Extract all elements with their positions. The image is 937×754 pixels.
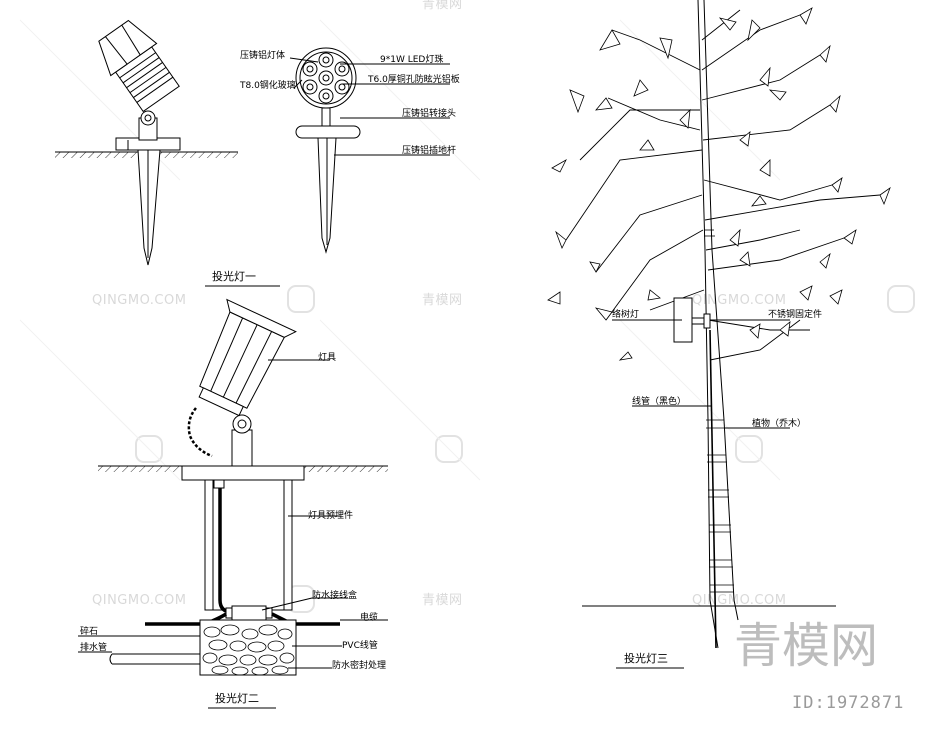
label-reflector: T6.0厚铜孔防眩光铝板 <box>367 73 460 85</box>
label-glass: T8.0钢化玻璃 <box>239 79 296 91</box>
watermark-logo-icon <box>135 435 163 463</box>
figure-3-title: 投光灯三 <box>624 651 668 665</box>
label-led: 9*1W LED灯珠 <box>380 53 443 65</box>
cable <box>218 488 252 614</box>
figure-1-spotlight <box>55 19 238 266</box>
label-clamp: 不锈钢固定件 <box>768 308 822 320</box>
brand-logo-text: 青模网 <box>734 618 878 674</box>
label-junction-box: 防水接线盒 <box>312 589 357 601</box>
label-fixture: 灯具 <box>318 352 336 363</box>
figure-1-labels: 压铸铝灯体 9*1W LED灯珠 T8.0钢化玻璃 T6.0厚铜孔防眩光铝板 压… <box>205 49 460 287</box>
embedded-lid <box>181 465 305 481</box>
watermark-text: 青模网 <box>422 593 463 608</box>
figure-2-inground <box>78 298 388 676</box>
fixture-stem <box>231 429 253 467</box>
label-pvc-conduit: PVC线管 <box>342 639 378 651</box>
figure-3-labels: 络树灯 不锈钢固定件 线管（黑色） 植物（乔木） 投光灯三 <box>612 308 822 669</box>
junction-box <box>231 605 267 621</box>
label-tree-lamp: 络树灯 <box>612 308 639 320</box>
label-stake: 压铸铝插地杆 <box>402 144 456 156</box>
watermark-text: QINGMO.COM <box>92 293 186 308</box>
label-conduit: 线管（黑色） <box>632 395 686 407</box>
watermark-text: 青模网 <box>422 0 463 12</box>
figure-2-labels: 灯具 灯具预埋件 防水接线盒 电缆 碎石 排水管 PVC线管 防水密封处理 投光… <box>80 352 386 709</box>
label-drain-pipe: 排水管 <box>80 641 107 653</box>
image-id-text: ID:1972871 <box>792 693 904 713</box>
embedded-sleeve <box>212 479 285 611</box>
watermark-logo-icon <box>887 285 915 313</box>
watermark-logo-icon <box>735 435 763 463</box>
watermark-layer: QINGMO.COM 青模网 QINGMO.COM 青模网 QINGMO.COM… <box>19 0 915 613</box>
stake <box>137 149 161 266</box>
figure-3-tree-light <box>547 0 891 649</box>
tree-branches <box>565 9 881 361</box>
label-embedded-part: 灯具预埋件 <box>308 509 353 521</box>
lamp-head <box>98 19 180 113</box>
watermark-text: 青模网 <box>422 293 463 308</box>
connector <box>295 125 361 139</box>
figure-2-title: 投光灯二 <box>215 691 259 705</box>
brand-watermark: 青模网 ID:1972871 <box>734 618 904 713</box>
watermark-logo-icon <box>287 285 315 313</box>
tree-leaves <box>547 7 891 361</box>
label-plant: 植物（乔木） <box>752 417 806 429</box>
fixture-head <box>198 298 297 417</box>
pivot-knob <box>140 110 156 126</box>
watermark-text: QINGMO.COM <box>92 593 186 608</box>
label-connector: 压铸铝转接头 <box>402 107 456 119</box>
figure-1-title: 投光灯一 <box>212 269 256 283</box>
label-waterproof-seal: 防水密封处理 <box>332 659 386 671</box>
stainless-clamp <box>703 313 711 329</box>
figure-1-front-view <box>289 47 450 254</box>
label-lamp-body: 压铸铝灯体 <box>240 49 285 61</box>
watermark-logo-icon <box>435 435 463 463</box>
label-cable: 电缆 <box>360 611 378 623</box>
label-gravel: 碎石 <box>80 625 98 637</box>
